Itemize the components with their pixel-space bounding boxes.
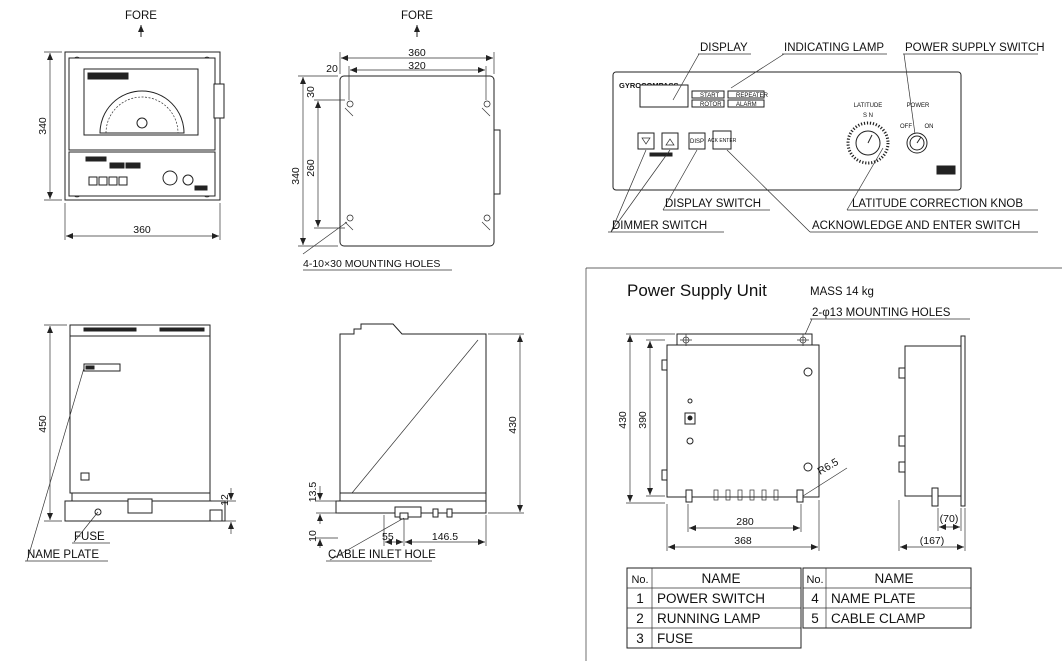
- table-cell-no: 5: [811, 611, 819, 626]
- lamp-start: START: [700, 93, 719, 99]
- psu-running-lamp-icon: [686, 437, 694, 445]
- power-label: POWER: [907, 103, 930, 109]
- dimmer-up-button[interactable]: [661, 132, 679, 150]
- table-cell-no: 3: [636, 631, 644, 646]
- psu-section: Power Supply Unit MASS 14 kg 2-φ13 MOUNT…: [585, 267, 1062, 661]
- top-housing: [339, 75, 495, 247]
- table-header-no: No.: [631, 574, 648, 586]
- psu-430-dim: 430: [617, 411, 629, 429]
- fore-label: FORE: [125, 10, 157, 22]
- side2-55-dim: 55: [382, 531, 394, 543]
- cable-inlet-label: CABLE INLET HOLE: [328, 549, 436, 561]
- top-inner-height-dim: 260: [305, 159, 317, 177]
- side-view-2: 430 13.5 10 55 146.5 CABLE INLET HOLE: [307, 323, 524, 562]
- psu-front-view: R6.5 430 390 280 368: [617, 333, 848, 551]
- psu-mass: MASS 14 kg: [810, 286, 874, 298]
- latitude-sn-label: S N: [863, 113, 873, 119]
- display-switch-button[interactable]: [688, 132, 706, 150]
- ack-button-label: ACK ENTER: [708, 138, 737, 144]
- top-offset-dim: 20: [326, 63, 338, 75]
- table-header-no: No.: [806, 574, 823, 586]
- card-center-icon: [136, 117, 148, 129]
- ack-enter-button[interactable]: [712, 130, 732, 150]
- control-panel-view: GYROCOMPASS START REPEATER ROTOR ALARM D…: [608, 42, 1045, 233]
- table-cell-name: CABLE CLAMP: [831, 611, 926, 626]
- side-12-dim: 12: [219, 494, 231, 506]
- table-cell-name: NAME PLATE: [831, 591, 916, 606]
- front-view: FORE 340 360: [37, 10, 225, 240]
- callout-latitude-knob: LATITUDE CORRECTION KNOB: [852, 198, 1023, 210]
- display-window: [639, 84, 689, 108]
- table-header-name: NAME: [701, 571, 740, 586]
- psu-side-housing: [904, 345, 962, 497]
- psu-70-dim: (70): [940, 513, 959, 525]
- table-cell-no: 4: [811, 591, 819, 606]
- callout-indicating-lamp: INDICATING LAMP: [784, 42, 884, 54]
- table-cell-no: 2: [636, 611, 644, 626]
- lamp-alarm: ALARM: [736, 102, 757, 108]
- top-height-dim: 340: [290, 167, 302, 185]
- psu-holes-label: 2-φ13 MOUNTING HOLES: [812, 307, 951, 319]
- name-plate-label: NAME PLATE: [27, 549, 99, 561]
- fuse-label: FUSE: [74, 531, 105, 543]
- top-width-inner-dim: 320: [408, 60, 426, 72]
- dimmer-down-button[interactable]: [637, 132, 655, 150]
- lamp-rotor: ROTOR: [700, 102, 722, 108]
- side2-height-dim: 430: [507, 416, 519, 434]
- side2-10-dim: 10: [307, 530, 319, 542]
- disp-button-label: DISP: [690, 139, 704, 145]
- top-view: FORE 360 320 20 340 260 30 4-10×30 MOUNT…: [290, 10, 501, 271]
- fore-label-2: FORE: [401, 10, 433, 22]
- front-height-dim: 340: [37, 117, 49, 135]
- callout-display-switch: DISPLAY SWITCH: [665, 198, 761, 210]
- name-plate-icon: [83, 363, 121, 372]
- callout-dimmer-switch: DIMMER SWITCH: [612, 220, 707, 232]
- side2-146-5-dim: 146.5: [432, 531, 458, 543]
- table-header-name: NAME: [874, 571, 913, 586]
- callout-power-switch: POWER SUPPLY SWITCH: [905, 42, 1045, 54]
- power-off-label: OFF: [900, 124, 912, 130]
- table-cell-name: FUSE: [657, 631, 693, 646]
- side-housing: [69, 335, 211, 494]
- top-offset-v-dim: 30: [305, 86, 317, 98]
- side2-13-5-dim: 13.5: [307, 482, 319, 503]
- callout-display: DISPLAY: [700, 42, 748, 54]
- side-height-dim: 450: [37, 415, 49, 433]
- maker-logo-icon: [936, 165, 956, 175]
- side-view: 450 12 FUSE NAME PLATE: [25, 324, 236, 562]
- table-cell-name: RUNNING LAMP: [657, 611, 761, 626]
- table-cell-name: POWER SWITCH: [657, 591, 765, 606]
- parts-table-right: No. NAME 4 NAME PLATE 5 CABLE CLAMP: [802, 567, 972, 629]
- psu-title: Power Supply Unit: [627, 281, 767, 300]
- power-on-label: ON: [925, 124, 934, 130]
- latitude-label: LATITUDE: [854, 103, 883, 109]
- psu-368-dim: 368: [734, 535, 752, 547]
- callout-ack-enter: ACKNOWLEDGE AND ENTER SWITCH: [812, 220, 1020, 232]
- lamp-repeater: REPEATER: [736, 93, 769, 99]
- psu-167-dim: (167): [920, 535, 945, 547]
- psu-390-dim: 390: [637, 411, 649, 429]
- mounting-holes-label: 4-10×30 MOUNTING HOLES: [303, 258, 440, 270]
- top-width-total-dim: 360: [408, 47, 426, 59]
- compass-card: [99, 90, 185, 134]
- side2-housing: [339, 323, 487, 494]
- parts-table-left: No. NAME 1 POWER SWITCH 2 RUNNING LAMP 3…: [626, 567, 802, 649]
- latitude-knob-icon: [162, 170, 178, 186]
- table-cell-no: 1: [636, 591, 644, 606]
- indicating-lamps: START REPEATER ROTOR ALARM: [691, 90, 769, 108]
- front-width-dim: 360: [133, 224, 151, 236]
- latitude-scale-icon: [846, 121, 890, 165]
- psu-280-dim: 280: [736, 516, 754, 528]
- power-knob-icon: [182, 174, 194, 186]
- psu-side-view: (70) (167): [898, 335, 966, 551]
